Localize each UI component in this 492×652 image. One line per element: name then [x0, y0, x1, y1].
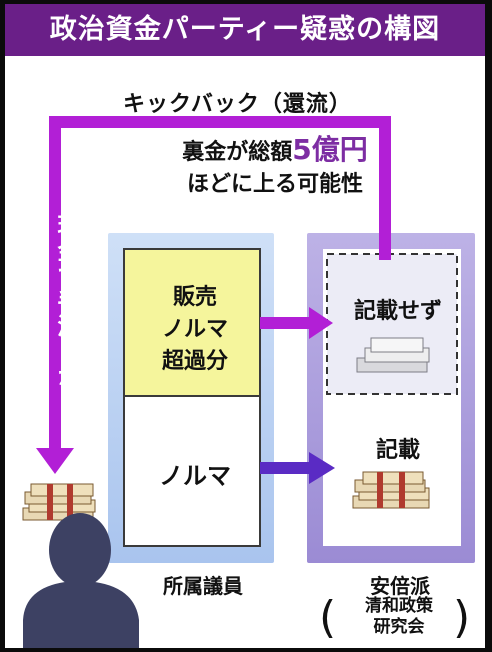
open-paren: (: [319, 592, 337, 643]
quota-arrow: [309, 452, 335, 484]
over-quota-label: 販売 ノルマ 超過分: [129, 282, 261, 378]
group-line1: 清和政策: [365, 596, 433, 616]
headline-prefix: 裏金が総額: [182, 140, 293, 165]
money-stack-icon: [352, 471, 430, 509]
close-paren: ): [453, 592, 471, 643]
kickback-arrow-head: [36, 448, 74, 474]
not-recorded-label: 記載せず: [353, 299, 442, 324]
recorded-label: 記載: [375, 438, 420, 463]
over-quota-arrow: [309, 307, 333, 339]
member-label: 所属議員: [163, 574, 243, 598]
headline: 裏金が総額5億円 ほどに上る可能性: [125, 134, 425, 201]
quota-label: ノルマ: [159, 462, 231, 490]
group-line2: 研究会: [373, 617, 425, 637]
quota-box: [123, 395, 261, 547]
faction-label: 安倍派: [370, 574, 430, 598]
faction-group-name: 清和政策 研究会: [349, 596, 449, 638]
over-quota-line1: 販売: [172, 285, 217, 310]
over-quota-line2: ノルマ: [161, 317, 228, 342]
headline-line2: ほどに上る可能性: [186, 172, 363, 197]
person-silhouette-icon: [23, 513, 139, 648]
cash-handover-label: 現金で手渡しか: [53, 214, 79, 389]
diagram-graphics: [22, 116, 475, 648]
title-bar: 政治資金パーティー疑惑の構図: [5, 4, 485, 56]
kickback-label: キックバック（還流）: [123, 92, 352, 117]
over-quota-line3: 超過分: [161, 349, 228, 374]
kickback-arrow-path: [49, 116, 391, 450]
diagram-title: 政治資金パーティー疑惑の構図: [49, 14, 441, 45]
silver-stack-icon: [356, 337, 430, 373]
headline-amount: 5億円: [292, 133, 368, 166]
diagram-card: 政治資金パーティー疑惑の構図: [5, 4, 485, 648]
